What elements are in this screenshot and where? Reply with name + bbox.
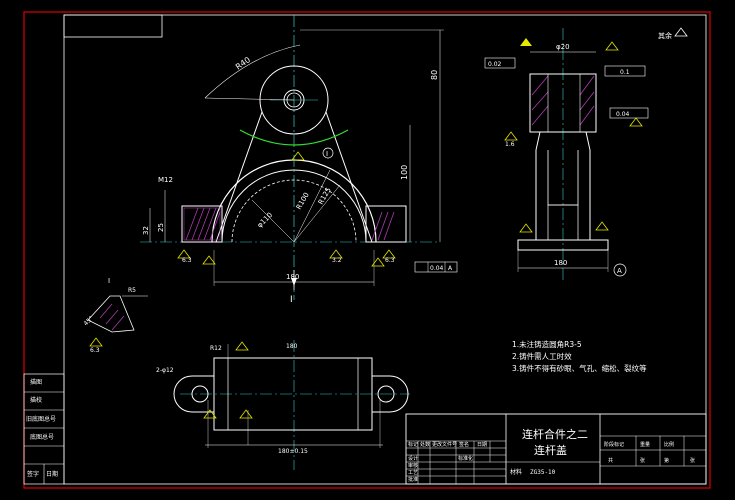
dim-r-inner: R100	[295, 191, 311, 211]
material-label: 材料	[510, 468, 522, 476]
material-value: ZG35-10	[530, 469, 556, 476]
tol-b: 0.04	[616, 111, 630, 118]
note-1: 1.未注铸造圆角R3-5	[512, 339, 582, 349]
tb-sheet: 第	[664, 457, 669, 464]
tb-header: 签名	[459, 441, 469, 448]
rough-val: 6.3	[385, 257, 395, 264]
datum-label: A	[448, 265, 453, 272]
rough-val: 3.2	[332, 257, 342, 264]
tb-stage: 比例	[664, 441, 674, 448]
tb-header: 更改文件号	[432, 441, 457, 448]
dim-hole: 2-φ12	[156, 367, 174, 374]
dim-phi-bore: φ110	[256, 211, 274, 229]
tb-stage: 阶段标记	[604, 441, 624, 448]
dim-h2: 100	[400, 165, 409, 180]
stamp-cell: 描校	[30, 396, 42, 404]
circle-mark: I	[326, 150, 328, 158]
dim-height: 80	[430, 70, 439, 80]
datum-circle: A	[617, 267, 622, 275]
tb-stage: 重量	[640, 441, 650, 448]
stamp-cell: 旧底图总号	[26, 415, 56, 423]
rough-other: 其余	[658, 31, 672, 40]
tb-row: 设计	[408, 455, 418, 462]
tb-row: 批准	[408, 476, 418, 483]
inner-frame	[63, 14, 707, 485]
tb-header: 标记	[408, 441, 418, 448]
outer-frame	[23, 11, 711, 489]
stamp-cell: 日期	[46, 470, 58, 478]
front-view	[140, 15, 458, 300]
rough-val: 1.6	[505, 141, 515, 148]
dim-top-width: 180	[286, 343, 298, 350]
tb-sheet: 张	[690, 457, 695, 464]
detail-view	[87, 295, 148, 347]
dim-r5: R5	[128, 287, 136, 294]
dim-angle: 45°	[82, 315, 94, 327]
side-view	[484, 27, 688, 280]
rough-val: 6.3	[182, 257, 192, 264]
tb-sheet: 张	[640, 457, 645, 464]
dim-phi20: φ20	[556, 43, 570, 51]
stamp-cell: 描图	[30, 378, 42, 386]
dim-r12: R12	[210, 345, 222, 352]
note-2: 2.铸件需人工时效	[512, 351, 572, 361]
dim-side-width: 180	[554, 259, 567, 267]
dim-side-w: 25	[157, 223, 165, 232]
section-mark: I	[290, 295, 293, 305]
stamp-cell: 底图总号	[30, 433, 54, 441]
rough-val: 6.3	[90, 347, 100, 354]
dim-r-top: R40	[234, 55, 252, 71]
top-view	[173, 340, 410, 470]
dim-r-big: R125	[317, 186, 333, 206]
tb-row: 审核	[408, 462, 418, 469]
dim-width-main: 180	[286, 273, 299, 281]
dim-side-h: 32	[142, 226, 150, 235]
tb-header: 日期	[477, 442, 487, 448]
stamp-cell: 签字	[27, 470, 39, 478]
dim-m12: M12	[158, 176, 173, 184]
tol-c: 0.1	[620, 69, 630, 76]
part-name-1: 连杆合件之二	[522, 427, 588, 441]
detail-label: I	[108, 277, 110, 285]
code-box	[63, 14, 163, 38]
title-block	[405, 413, 707, 485]
tol-a: 0.02	[488, 61, 502, 68]
tb-standard: 标准化	[458, 455, 473, 462]
tb-header: 处数	[420, 441, 430, 448]
dim-bottom-len: 180±0.15	[278, 448, 308, 455]
tb-row: 工艺	[408, 470, 418, 476]
note-3: 3.铸件不得有砂眼、气孔、缩松、裂纹等	[512, 363, 647, 373]
left-stamp: 描图 描校 旧底图总号 底图总号 签字 日期	[23, 373, 65, 485]
part-name-2: 连杆盖	[534, 443, 567, 457]
tol-value: 0.04	[430, 265, 444, 272]
tb-sheet: 共	[608, 457, 613, 464]
